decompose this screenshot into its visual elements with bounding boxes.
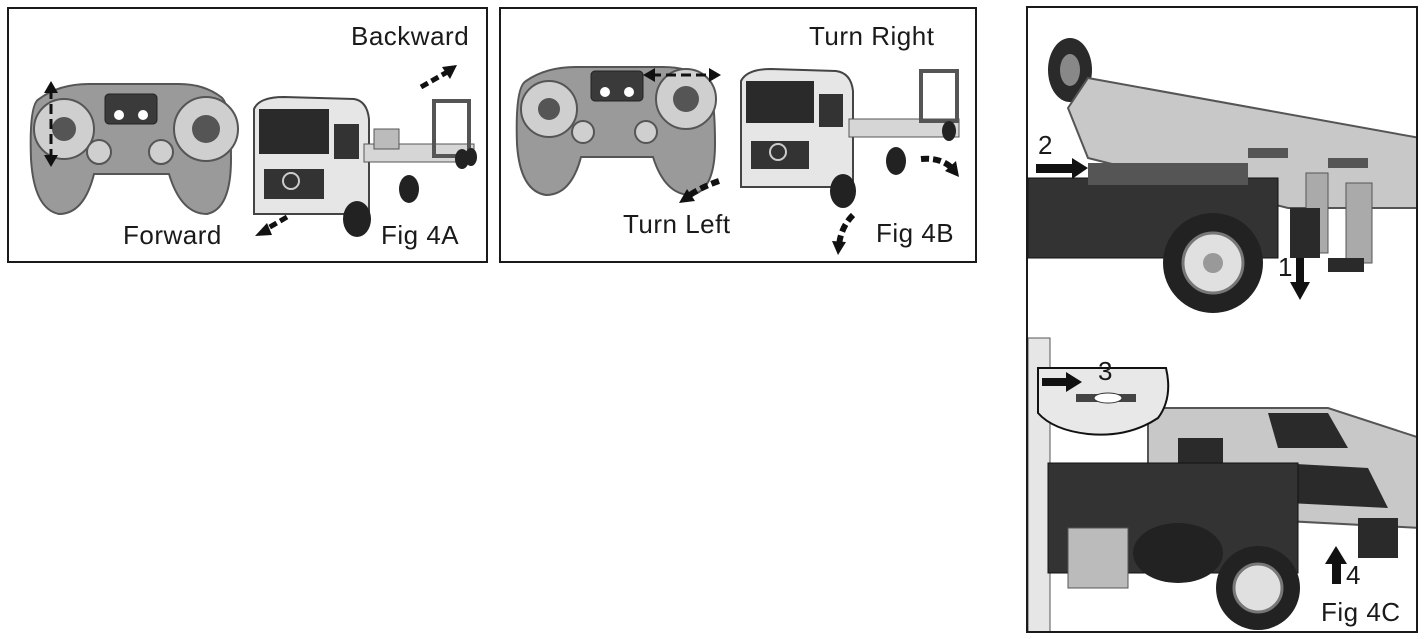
forward-label: Forward xyxy=(123,220,222,250)
forward-backward-illustration xyxy=(29,65,477,237)
figure-4b-caption: Fig 4B xyxy=(876,218,955,248)
step-3-label: 3 xyxy=(1098,356,1113,386)
figure-4b-panel: Turn Right Turn Left Fig 4B xyxy=(499,7,977,263)
turn-left-label: Turn Left xyxy=(623,209,731,239)
backward-label: Backward xyxy=(351,21,470,51)
turn-right-label: Turn Right xyxy=(809,21,935,51)
step-1-arrow-icon xyxy=(1290,258,1310,300)
trailer-attach-illustration xyxy=(1028,337,1416,631)
step-4-arrow-icon xyxy=(1325,546,1347,584)
curved-arrow-icon xyxy=(832,212,856,255)
turn-left-arrow-icon xyxy=(679,178,720,203)
truck-illustration xyxy=(740,67,960,208)
figure-4c-panel: 2 1 3 4 Fig 4C xyxy=(1026,6,1418,633)
truck-illustration xyxy=(253,95,477,237)
figure-4a-panel: Backward Forward Fig 4A xyxy=(7,7,488,263)
turn-right-arrow-icon xyxy=(920,155,959,177)
trailer-detach-illustration xyxy=(1028,8,1416,318)
remote-controller-illustration xyxy=(515,66,721,197)
backward-arrow-icon xyxy=(419,65,457,90)
step-2-arrow-icon xyxy=(1036,158,1088,179)
forward-arrow-icon xyxy=(255,214,289,236)
step-4-label: 4 xyxy=(1346,560,1361,590)
trailer-coupling-illustration xyxy=(1028,8,1416,631)
figure-4c-caption: Fig 4C xyxy=(1321,597,1401,627)
remote-controller-illustration xyxy=(29,81,239,216)
step-1-label: 1 xyxy=(1278,252,1293,282)
steering-illustration xyxy=(515,66,960,255)
figure-4a-caption: Fig 4A xyxy=(381,220,460,250)
step-3-arrow-icon xyxy=(1042,372,1082,392)
step-2-label: 2 xyxy=(1038,130,1053,160)
